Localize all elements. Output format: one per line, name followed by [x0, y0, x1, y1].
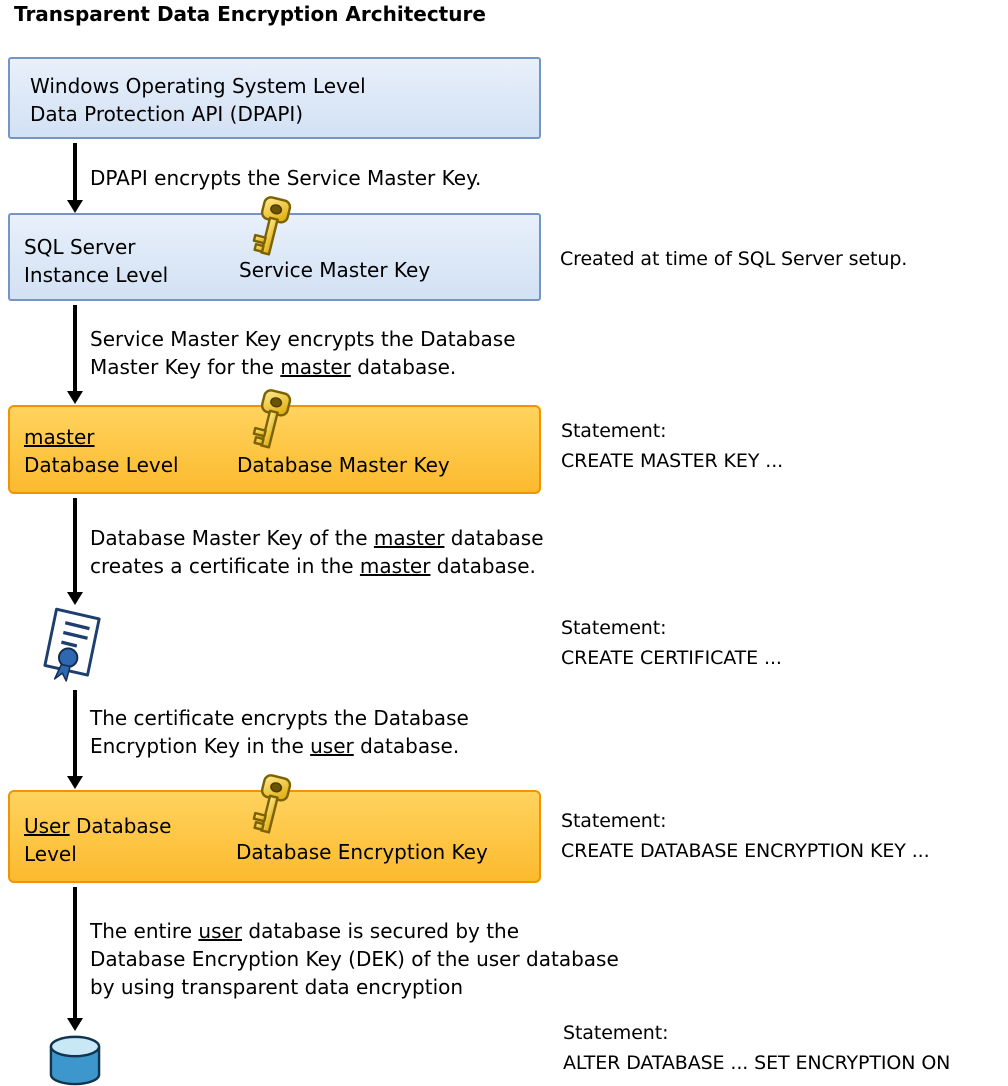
arrow-step1-head [67, 200, 83, 213]
box-os-level: Windows Operating System Level Data Prot… [8, 57, 541, 139]
master-db-name: master [24, 423, 179, 451]
key-icon [250, 772, 293, 836]
note-title: Statement: [561, 617, 667, 639]
step4-line2-text: Encryption Key in the [90, 734, 311, 758]
os-level-label: Windows Operating System Level Data Prot… [30, 72, 366, 128]
user-db-name: User Database [24, 812, 171, 840]
note-body: CREATE MASTER KEY ... [561, 450, 784, 472]
step2-master-underlined: master [280, 355, 351, 379]
step2-line2-text: Master Key for the [90, 355, 281, 379]
step5-line1-text: The entire [90, 919, 199, 943]
database-cylinder-icon [49, 1035, 101, 1086]
flow-label-step3: Database Master Key of the master databa… [90, 524, 544, 580]
note-body: ALTER DATABASE ... SET ENCRYPTION ON [563, 1052, 951, 1074]
flow-label-step1: DPAPI encrypts the Service Master Key. [90, 164, 481, 192]
flow-label-step4: The certificate encrypts the Database En… [90, 704, 469, 760]
instance-line2: Instance Level [24, 263, 169, 287]
step3-line2: creates a certificate in the master data… [90, 552, 544, 580]
step5-user-underlined: user [198, 919, 243, 943]
flow-label-step2: Service Master Key encrypts the Database… [90, 325, 516, 381]
box-user-db-level: User Database Level Database Encryption … [8, 772, 541, 883]
note-create-certificate: Statement: CREATE CERTIFICATE ... [561, 613, 782, 673]
note-body: CREATE CERTIFICATE ... [561, 647, 782, 669]
arrow-step5-head [67, 1018, 83, 1031]
database-master-key-label: Database Master Key [237, 453, 450, 477]
diagram-title: Transparent Data Encryption Architecture [14, 2, 486, 26]
note-create-master-key: Statement: CREATE MASTER KEY ... [561, 416, 783, 476]
service-master-key-label: Service Master Key [239, 258, 431, 282]
database-encryption-key-label: Database Encryption Key [236, 840, 488, 864]
arrow-step4-head [67, 776, 83, 789]
step2-line1: Service Master Key encrypts the Database [90, 327, 516, 351]
step5-line1: The entire user database is secured by t… [90, 917, 619, 945]
os-level-line2: Data Protection API (DPAPI) [30, 102, 304, 126]
box-sql-instance-level: SQL Server Instance Level Service Master… [8, 194, 541, 301]
os-level-line1: Windows Operating System Level [30, 74, 366, 98]
certificate-icon [43, 607, 101, 683]
user-db-line2: Level [24, 842, 77, 866]
master-db-label: master Database Level [24, 423, 179, 479]
note-title: Statement: [561, 420, 667, 442]
note-smk-created: Created at time of SQL Server setup. [560, 248, 908, 270]
box-master-db-level: master Database Level Database Master Ke… [8, 387, 541, 494]
step4-line2-tail: database. [353, 734, 460, 758]
user-db-name-rest: Database [69, 814, 172, 838]
instance-level-label: SQL Server Instance Level [24, 233, 168, 289]
instance-line1: SQL Server [24, 235, 136, 259]
step3-master-underlined-2: master [359, 554, 431, 578]
arrow-step5-line [73, 887, 77, 1019]
master-underlined: master [24, 425, 95, 449]
step3-line1-tail: database [444, 526, 544, 550]
step4-line2: Encryption Key in the user database. [90, 732, 469, 760]
key-icon [250, 387, 293, 451]
step2-line2-tail: database. [350, 355, 457, 379]
step3-line2-text: creates a certificate in the [90, 554, 360, 578]
note-title: Statement: [563, 1022, 669, 1044]
note-body: CREATE DATABASE ENCRYPTION KEY ... [561, 840, 930, 862]
arrow-step2-line [73, 305, 77, 392]
arrow-step4-line [73, 690, 77, 777]
arrow-step3-line [73, 498, 77, 593]
user-underlined: User [24, 814, 70, 838]
step3-line1: Database Master Key of the master databa… [90, 524, 544, 552]
step3-line1-text: Database Master Key of the [90, 526, 374, 550]
step3-line2-tail: database. [430, 554, 536, 578]
step4-user-underlined: user [310, 734, 354, 758]
step3-master-underlined-1: master [373, 526, 445, 550]
step5-line3: by using transparent data encryption [90, 975, 464, 999]
note-create-dek: Statement: CREATE DATABASE ENCRYPTION KE… [561, 806, 930, 866]
key-icon [250, 194, 293, 258]
arrow-step2-head [67, 391, 83, 404]
step4-line1: The certificate encrypts the Database [90, 706, 469, 730]
note-alter-database: Statement: ALTER DATABASE ... SET ENCRYP… [563, 1018, 950, 1078]
step5-line1-tail: database is secured by the [242, 919, 520, 943]
flow-label-step5: The entire user database is secured by t… [90, 917, 619, 1001]
arrow-step1-line [73, 143, 77, 201]
master-db-line2: Database Level [24, 453, 179, 477]
note-title: Statement: [561, 810, 667, 832]
step5-line2: Database Encryption Key (DEK) of the use… [90, 947, 619, 971]
user-db-label: User Database Level [24, 812, 171, 868]
step1-line1: DPAPI encrypts the Service Master Key. [90, 166, 482, 190]
arrow-step3-head [67, 592, 83, 605]
step2-line2: Master Key for the master database. [90, 353, 516, 381]
